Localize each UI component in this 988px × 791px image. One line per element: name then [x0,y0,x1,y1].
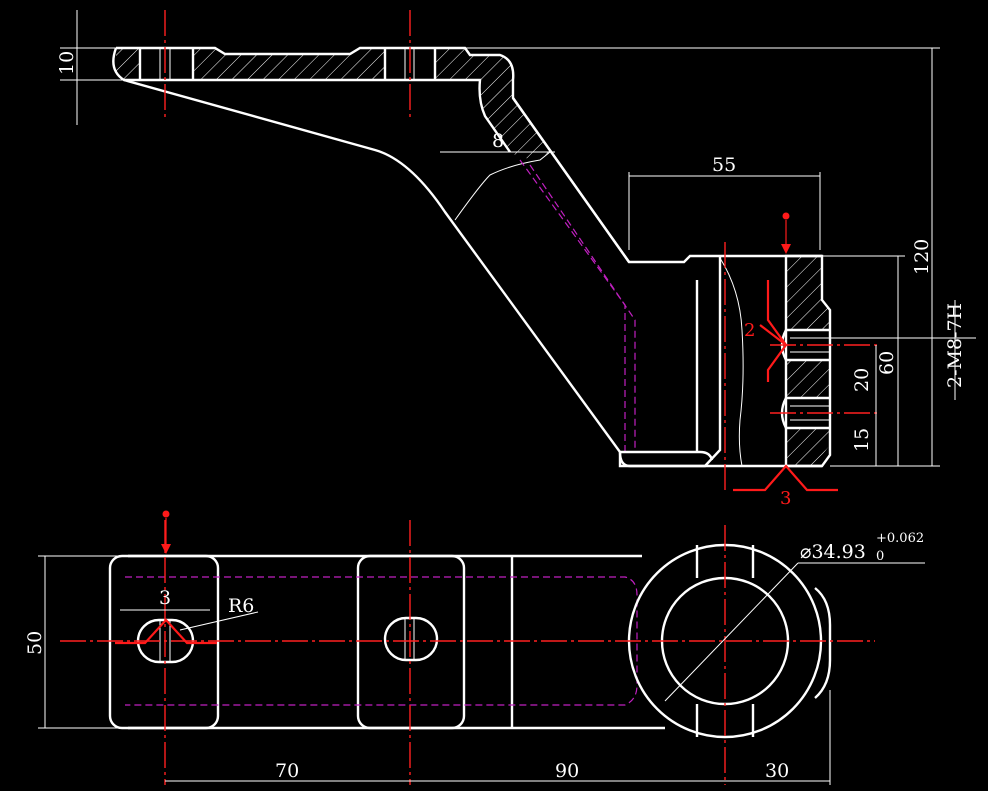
dim-thickness-text: 10 [56,51,78,75]
plan-hidden-outline [125,576,638,706]
dim-plan-height-text: 50 [24,631,46,655]
dim-bolt-spacing-text: 60 [876,351,898,375]
dim-bolt-offset-20: 20 [851,345,877,413]
surface-label-3: 3 [780,488,791,509]
flange-hatch-left [115,48,140,80]
dim-boss-width: 55 [628,154,821,250]
boss-end [620,450,714,461]
dim-slot-width: 3 [120,587,210,611]
dim-rib-text: 8 [492,130,504,152]
plan-slot-mid [383,616,439,662]
dim-bolt-offset-15: 15 [851,413,877,466]
front-view: 2 3 10 8 55 120 [56,10,976,509]
arm-upper-edge [512,97,630,263]
thread-callout-text: 2-M8-7H [944,303,966,388]
surface-symbol-2: 2 [744,280,788,382]
flange-hatch-right [435,48,550,159]
thread-callout: 2-M8-7H [830,300,976,400]
plan-view: 3 R6 50 70 90 30 ⌀34.93 +0.062 0 [24,510,925,785]
dim-rib: 8 [440,130,555,153]
dim-span-70-text: 70 [275,760,299,782]
dim-bore-text: ⌀34.93 [800,541,866,563]
dim-overall-height-text: 120 [911,239,933,275]
dim-overall-height: 120 [465,47,940,467]
surface-label-2: 2 [744,320,755,341]
plan-lug-left [108,554,220,730]
boss-outline [618,256,722,468]
dim-bolt-spacing: 60 [822,255,905,466]
dim-span-90-text: 90 [555,760,579,782]
dim-thickness: 10 [56,10,124,125]
plan-lug-mid [356,554,466,730]
dim-bottom-chain: 70 90 30 [165,690,831,785]
dim-slot-radius: R6 [179,595,259,631]
flange-bottom-edge [112,47,511,153]
rib-section-curve [454,151,551,221]
dim-bore-tol-upper: +0.062 [876,531,924,546]
dim-bore-tol-lower: 0 [876,549,884,564]
dim-plan-height: 50 [24,555,120,729]
boss-break-curve [719,257,744,467]
plan-boss-ear [814,587,832,699]
arm-hidden-line-1 [519,159,626,452]
arm-lower-edge [123,78,822,468]
dim-slot-radius-text: R6 [228,595,254,617]
dim-span-30-text: 30 [765,760,789,782]
arm-hidden-line-2 [529,164,636,452]
dim-bolt-offset-15-text: 15 [851,428,873,452]
datum-marker-plan [161,510,171,554]
dim-boss-width-text: 55 [712,154,736,176]
boss-wall-outline [784,254,832,468]
dim-bolt-offset-20-text: 20 [851,368,873,392]
datum-marker-top [781,212,791,254]
slot-surface-symbol [115,618,217,645]
surface-symbol-3: 3 [733,464,838,509]
dim-slot-width-text: 3 [159,587,171,609]
dim-bore: ⌀34.93 +0.062 0 [664,531,925,702]
flange-hatch-mid [193,48,385,80]
